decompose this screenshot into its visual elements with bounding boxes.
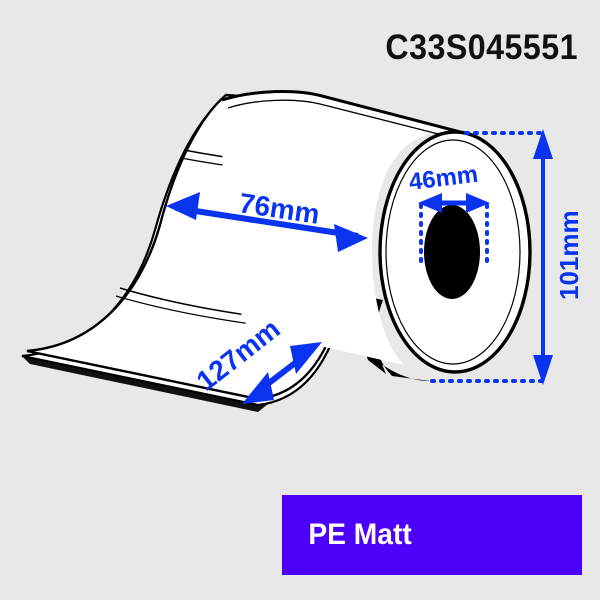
- roll-body-group: [221, 90, 470, 366]
- roll-inner-wrap-edge: [227, 99, 463, 141]
- core-arrowhead-right: [466, 193, 490, 213]
- roll-disc-inner-ring: [385, 139, 521, 365]
- roll-diameter-arrowhead-bottom: [533, 355, 553, 385]
- roll-core-hole: [424, 205, 480, 299]
- label-width-arrowhead-right: [334, 224, 368, 252]
- roll-end-face-group: [378, 130, 532, 374]
- label-length-arrowhead-upper: [290, 342, 322, 374]
- roll-top-edge: [221, 90, 469, 136]
- page-title: C33S045551: [385, 28, 578, 67]
- material-banner-label: PE Matt: [308, 518, 412, 551]
- roll-diameter-text: 101mm: [554, 210, 584, 300]
- label-width-arrow-line: [175, 205, 359, 239]
- web-bottom-dark-edge: [22, 356, 268, 412]
- core-arrowhead-left: [418, 193, 442, 213]
- roll-diameter-arrowhead-top: [533, 129, 553, 159]
- material-banner: PE Matt: [282, 495, 582, 575]
- label-length-arrowhead-lower: [242, 372, 274, 404]
- roll-cylinder: [222, 91, 470, 366]
- label-width-arrowhead-left: [166, 192, 200, 220]
- dimension-roll-diameter: 101mm: [430, 129, 584, 385]
